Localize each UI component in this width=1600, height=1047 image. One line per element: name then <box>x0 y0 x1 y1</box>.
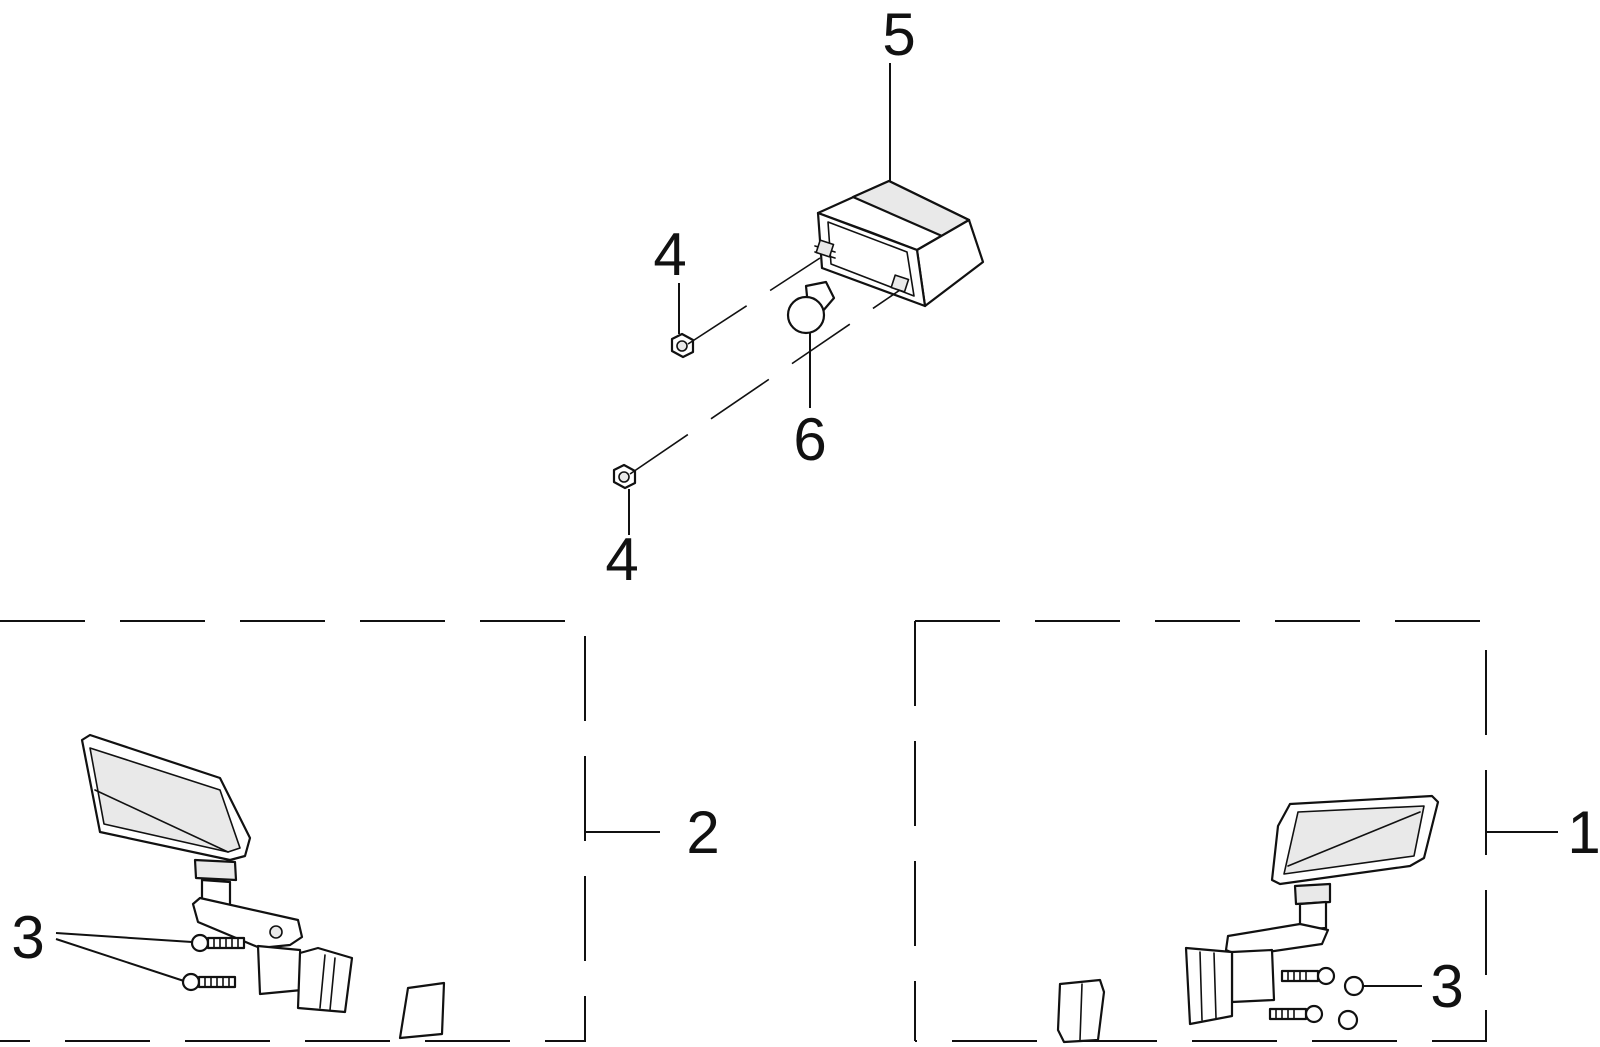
part-6-bulb <box>786 280 836 335</box>
group-2-boundary <box>0 620 660 1042</box>
leaders-top <box>628 63 891 535</box>
right-mirror-assembly <box>1056 794 1440 1044</box>
callout-4-bottom: 4 <box>605 526 638 593</box>
part-5-housing <box>814 179 985 308</box>
callout-6: 6 <box>793 406 826 473</box>
callout-4-top: 4 <box>653 221 686 288</box>
right-screws <box>1268 966 1365 1031</box>
callout-1: 1 <box>1567 799 1600 866</box>
left-screws <box>181 933 246 992</box>
callout-2: 2 <box>686 799 719 866</box>
left-mirror-assembly <box>80 733 446 1040</box>
left-spacer <box>398 981 446 1040</box>
part-4-nut-top <box>670 332 695 359</box>
callout-3-left: 3 <box>11 904 44 971</box>
assembly-axes <box>629 257 901 475</box>
leaders-left-3 <box>55 932 193 982</box>
callout-3-right: 3 <box>1430 953 1463 1020</box>
group-1-boundary <box>914 620 1558 1042</box>
callout-5: 5 <box>882 1 915 68</box>
part-4-nut-bottom <box>612 463 637 490</box>
